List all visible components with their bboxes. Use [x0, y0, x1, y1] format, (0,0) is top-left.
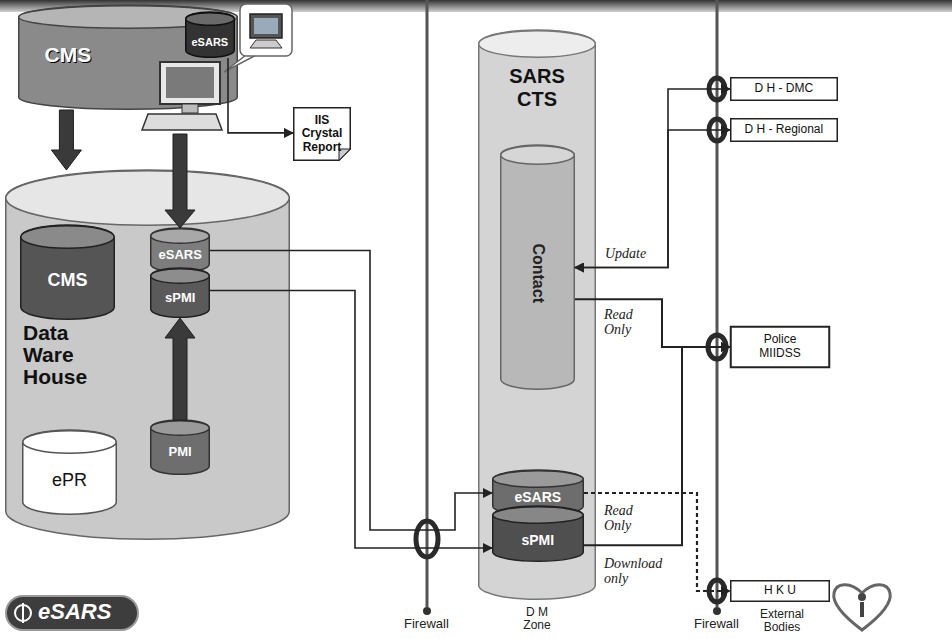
label-holder: D M Zone	[517, 606, 557, 632]
node-text: eSARS	[192, 36, 229, 49]
report-document: IIS Crystal Report	[293, 107, 351, 161]
database-cylinder: ePR	[22, 430, 117, 515]
node-text: eSARS	[515, 489, 562, 505]
database-cylinder: eSARS	[492, 470, 584, 516]
thick-arrow	[51, 110, 81, 170]
connector	[584, 347, 730, 545]
node-text: H K U	[764, 584, 796, 598]
label-holder: Download only	[602, 556, 678, 587]
database-cylinder: sPMI	[492, 506, 584, 562]
system-cylinder-outline	[478, 30, 596, 600]
node-text: D H - DMC	[755, 82, 814, 96]
label-holder: Read Only	[602, 307, 650, 338]
database-cylinder-outline	[185, 12, 235, 58]
label-holder: Firewall	[404, 617, 449, 632]
firewall-ring	[416, 78, 726, 602]
node-text: CMS	[45, 43, 92, 67]
zone-label: D M Zone	[517, 606, 557, 632]
node-text: D H - Regional	[745, 123, 824, 137]
node-text: eSARS	[159, 248, 202, 263]
edge-label: Update	[603, 246, 648, 261]
label-holder: Firewall	[694, 617, 739, 632]
database-cylinder: sPMI	[150, 268, 210, 318]
node-text: IIS Crystal Report	[297, 114, 347, 155]
node-text: SARS CTS	[502, 65, 572, 111]
node-text: PMI	[169, 445, 192, 460]
label-holder: eSARS	[38, 599, 111, 624]
edge-label: Download only	[602, 556, 678, 587]
database-cylinder: CMS	[20, 225, 115, 320]
firewall-label: Firewall	[404, 617, 449, 632]
connector	[575, 299, 730, 347]
node-text: sPMI	[522, 532, 555, 548]
firewall-line	[713, 0, 721, 615]
label-holder: Read Only	[602, 503, 650, 534]
database-cylinder: eSARS	[150, 228, 210, 273]
edge-label: Read Only	[602, 307, 650, 338]
heart-person-logo	[834, 585, 891, 630]
node-text: sPMI	[165, 291, 195, 306]
node-text: Contact	[528, 243, 546, 303]
node-text: Police MIIDSS	[750, 333, 810, 361]
external-box: D H - DMC	[730, 77, 838, 101]
external-box: Police MIIDSS	[730, 326, 830, 368]
zone-label: External Bodies	[752, 608, 812, 634]
external-box: H K U	[730, 580, 830, 602]
connector	[575, 130, 730, 268]
firewall-label: Firewall	[694, 617, 739, 632]
node-text: ePR	[52, 470, 87, 491]
esars-logo	[6, 596, 138, 630]
system-cylinder: CMS eSARS	[18, 5, 238, 110]
logo-text: eSARS	[38, 599, 111, 624]
node-text: CMS	[48, 270, 88, 291]
edge-label: Read Only	[602, 503, 650, 534]
warehouse-cylinder: Data Ware House CMS eSARS sPMI ePR PMI	[5, 170, 290, 540]
connector	[575, 89, 730, 268]
system-cylinder: SARS CTS Contact eSARS sPMI	[478, 30, 596, 600]
label-holder: External Bodies	[752, 608, 812, 634]
database-cylinder: PMI	[150, 420, 210, 475]
database-cylinder: Contact	[500, 145, 575, 390]
external-box: D H - Regional	[730, 118, 838, 142]
database-cylinder: eSARS	[185, 12, 235, 58]
connector	[584, 493, 730, 591]
label-holder: Update	[603, 246, 648, 261]
node-text: Data Ware House	[23, 322, 111, 388]
